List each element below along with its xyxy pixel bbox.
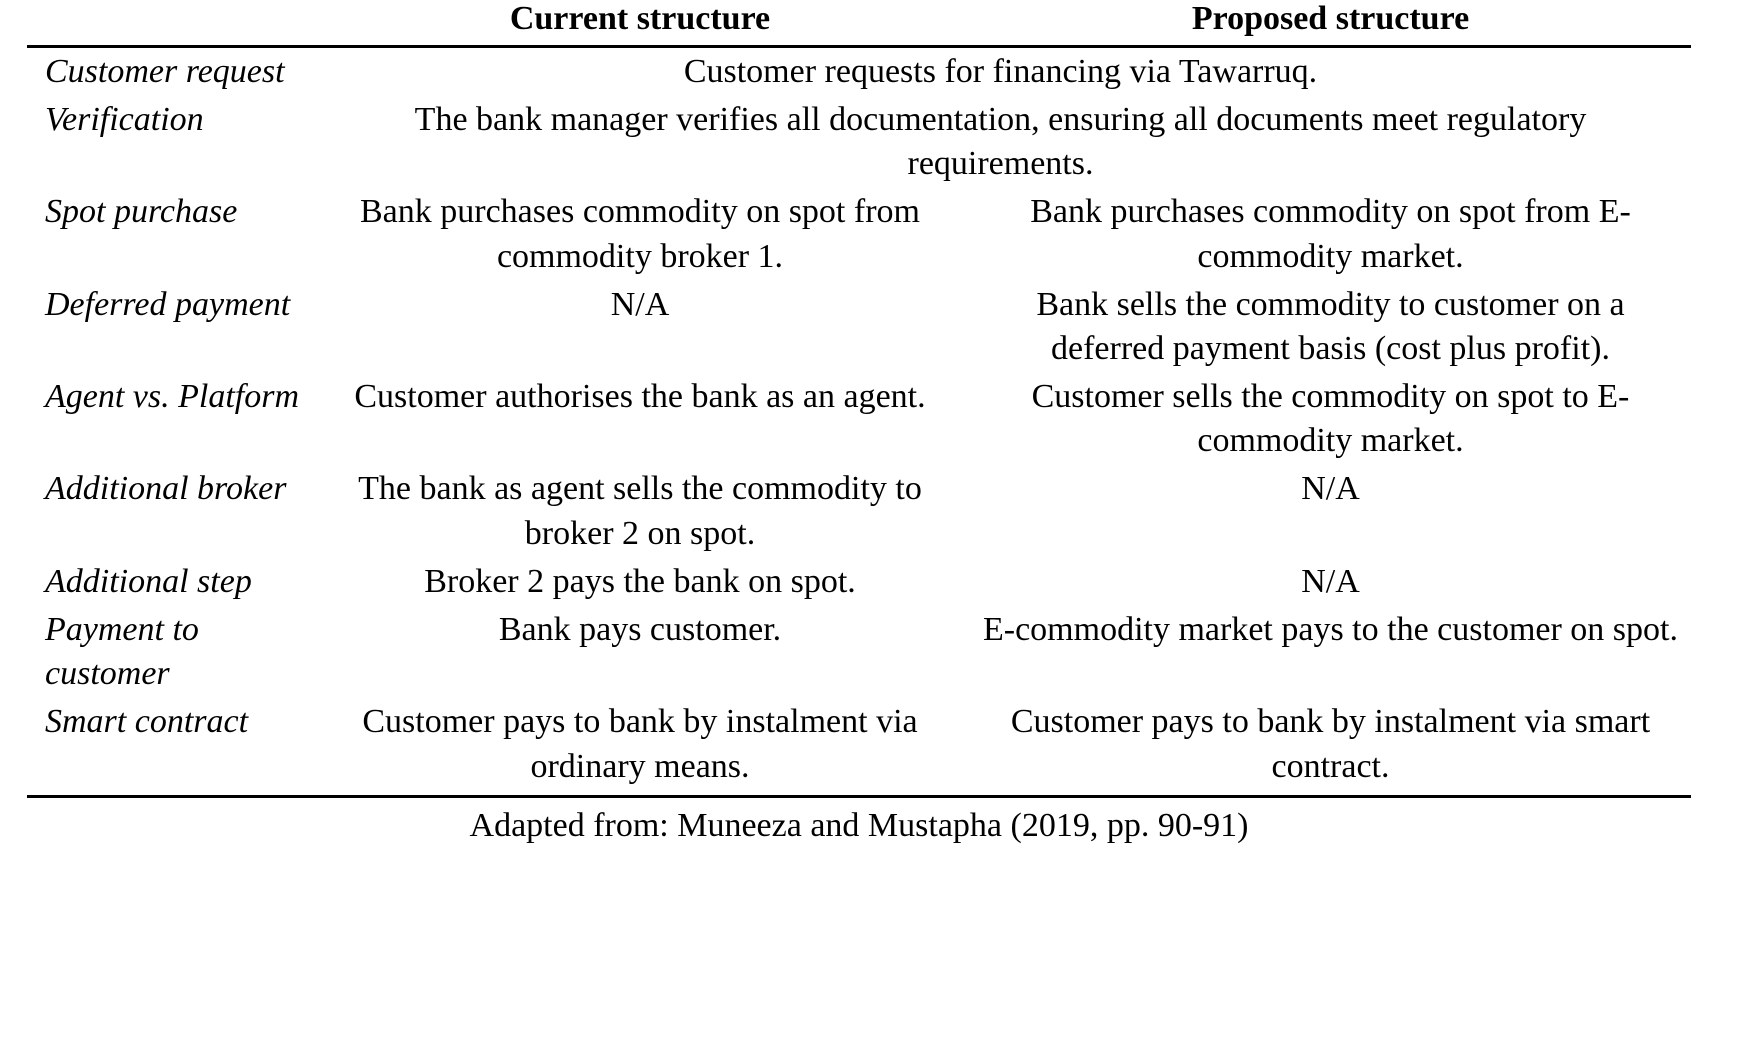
- source-note: Adapted from: Muneeza and Mustapha (2019…: [27, 796, 1691, 850]
- table-row: Agent vs. Platform Customer authorises t…: [27, 373, 1691, 465]
- row-label: Smart contract: [27, 698, 310, 798]
- row-label: Customer request: [45, 52, 285, 90]
- table-row: Verification The bank manager verifies a…: [27, 96, 1691, 188]
- row-cell-proposed: E-commodity market pays to the customer …: [983, 611, 1678, 648]
- row-label: Agent vs. Platform: [45, 378, 300, 416]
- table-row: Deferred payment N/A Bank sells the comm…: [27, 281, 1691, 373]
- row-cell-current: Bank pays customer.: [498, 611, 782, 648]
- row-cell-spanned: The bank manager verifies all documentat…: [414, 100, 1587, 183]
- row-label: Payment to customer: [45, 611, 199, 693]
- row-label: Deferred payment: [45, 285, 291, 323]
- row-label: Additional step: [45, 562, 252, 600]
- row-label: Additional broker: [45, 470, 287, 508]
- row-cell-proposed: N/A: [1301, 562, 1360, 600]
- row-cell-current: Bank purchases commodity on spot from co…: [360, 193, 920, 275]
- table-row: Additional broker The bank as agent sell…: [27, 465, 1691, 557]
- table-row: Payment to customer Bank pays customer. …: [27, 606, 1691, 698]
- table-header-row: Current structure Proposed structure: [27, 0, 1691, 48]
- table-footer-row: Adapted from: Muneeza and Mustapha (2019…: [27, 796, 1691, 850]
- column-header-proposed-structure: Proposed structure: [970, 0, 1691, 48]
- table-row: Additional step Broker 2 pays the bank o…: [27, 558, 1691, 606]
- row-label: Spot purchase: [45, 193, 238, 231]
- table-row: Smart contract Customer pays to bank by …: [27, 698, 1691, 798]
- row-cell-proposed: Bank purchases commodity on spot from E-…: [1030, 193, 1631, 275]
- row-cell-current: N/A: [610, 285, 670, 323]
- row-cell-spanned: Customer requests for financing via Tawa…: [683, 52, 1318, 90]
- column-header-current-structure: Current structure: [310, 0, 970, 48]
- row-cell-proposed: Customer pays to bank by instalment via …: [970, 698, 1691, 798]
- table-body: Customer request Customer requests for f…: [27, 46, 1691, 850]
- comparison-table: Current structure Proposed structure Cus…: [27, 0, 1691, 850]
- row-label: Verification: [45, 100, 204, 138]
- row-cell-current: The bank as agent sells the commodity to…: [358, 470, 922, 552]
- table-row: Spot purchase Bank purchases commodity o…: [27, 188, 1691, 280]
- row-cell-proposed: Bank sells the commodity to customer on …: [1036, 285, 1625, 367]
- table-row: Customer request Customer requests for f…: [27, 46, 1691, 96]
- table-header: Current structure Proposed structure: [27, 0, 1691, 48]
- row-cell-current: Broker 2 pays the bank on spot.: [424, 562, 856, 600]
- column-header-label: [27, 0, 310, 48]
- row-cell-proposed: N/A: [1301, 470, 1360, 508]
- row-cell-proposed: Customer sells the commodity on spot to …: [1031, 378, 1630, 460]
- row-cell-current: Customer pays to bank by instalment via …: [310, 698, 970, 798]
- row-cell-current: Customer authorises the bank as an agent…: [354, 378, 926, 416]
